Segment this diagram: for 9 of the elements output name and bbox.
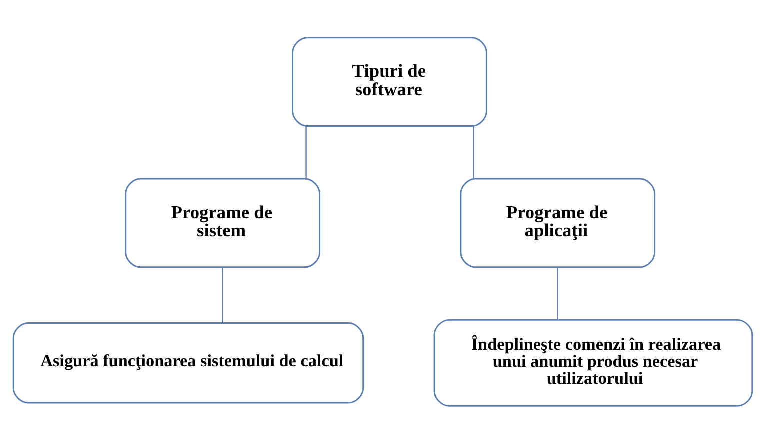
- node-box: Programe de aplicaţii: [460, 178, 656, 268]
- connector: [473, 126, 474, 178]
- connector: [557, 267, 558, 320]
- connector: [222, 267, 224, 322]
- node-box: Asigură funcţionarea sistemului de calcul: [12, 322, 364, 404]
- node-box: Programe de sistem: [125, 178, 321, 268]
- node-box: Îndeplineşte comenzi în realizarea unui anumit produs necesar utilizatorului: [434, 318, 754, 406]
- connector: [306, 126, 307, 178]
- node-box: Tipuri de software: [292, 36, 488, 127]
